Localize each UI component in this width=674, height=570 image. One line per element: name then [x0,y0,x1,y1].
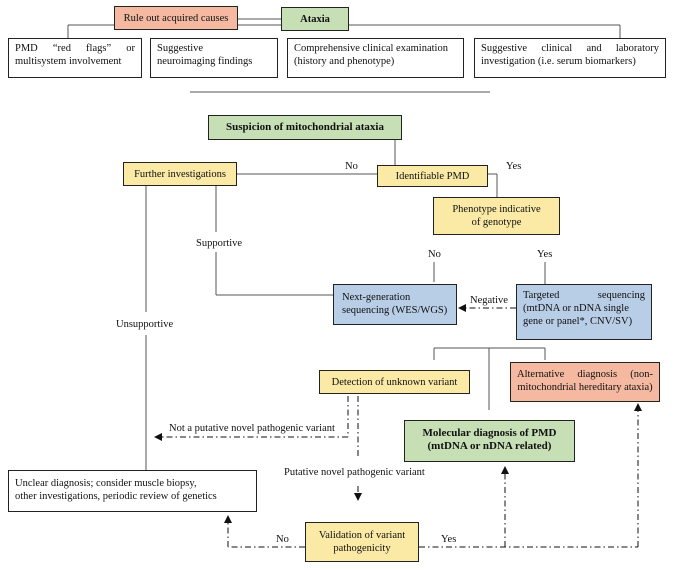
no-identifiable-label: No [345,161,358,172]
further-label: Further investigations [134,169,226,180]
validation-line2: pathogenicity [333,543,391,554]
alternative-line1: Alternative diagnosis (non- [517,369,653,380]
ngs-line2: sequencing (WES/WGS) [342,305,448,316]
unsupportive-label: Unsupportive [116,319,174,330]
rule-out-acquired-causes-box: Rule out acquired causes [114,6,238,30]
clinical-exam-line2: (history and phenotype) [294,56,395,67]
phenotype-line2: of genotype [471,217,522,228]
molecular-line1: Molecular diagnosis of PMD [422,427,557,439]
neuroimaging-box: Suggestive neuroimaging findings [150,38,278,78]
ataxia-box: Ataxia [281,7,349,31]
pmd-red-flags-line2: multisystem involvement [15,56,122,67]
validation-line1: Validation of variant [318,530,406,541]
unclear-line1: Unclear diagnosis; consider muscle biops… [15,478,197,489]
supportive-label: Supportive [196,238,243,249]
molecular-diagnosis-box: Molecular diagnosis of PMD (mtDNA or nDN… [404,420,575,462]
neuroimaging-line2: neuroimaging findings [157,56,253,67]
targeted-line1: Targeted sequencing [523,290,645,301]
no-validation-label: No [276,534,289,545]
lab-investigation-box: Suggestive clinical and laboratory inves… [474,38,666,78]
clinical-exam-line1: Comprehensive clinical examination [294,43,448,54]
next-generation-sequencing-box: Next-generation sequencing (WES/WGS) [333,284,457,325]
further-investigations-box: Further investigations [123,162,237,186]
identifiable-pmd-box: Identifiable PMD [377,165,488,187]
clinical-examination-box: Comprehensive clinical examination (hist… [287,38,464,78]
molecular-line2: (mtDNA or nDNA related) [427,440,552,452]
not-putative-label: Not a putative novel pathogenic variant [169,423,335,434]
detection-unknown-variant-box: Detection of unknown variant [319,370,470,394]
yes-validation-label: Yes [441,534,457,545]
neuroimaging-line1: Suggestive [157,43,204,54]
pmd-red-flags-box: PMD “red flags” or multisystem involveme… [8,38,142,78]
identifiable-label: Identifiable PMD [395,171,470,182]
unclear-line2: other investigations, periodic review of… [15,491,217,502]
rule-out-label: Rule out acquired causes [123,13,229,24]
lab-line1: Suggestive clinical and laboratory [481,43,659,54]
negative-label: Negative [470,295,508,306]
validation-pathogenicity-box: Validation of variant pathogenicity [305,522,419,562]
alternative-line2: mitochondrial hereditary ataxia) [517,382,653,393]
phenotype-line1: Phenotype indicative [452,204,541,215]
lab-line2: investigation (i.e. serum biomarkers) [481,56,636,67]
unclear-diagnosis-box: Unclear diagnosis; consider muscle biops… [8,470,257,512]
targeted-sequencing-box: Targeted sequencing (mtDNA or nDNA singl… [516,284,652,340]
ngs-line1: Next-generation [342,292,411,303]
alternative-diagnosis-box: Alternative diagnosis (non- mitochondria… [510,362,660,402]
ataxia-label: Ataxia [300,14,330,25]
detection-label: Detection of unknown variant [331,377,458,388]
targeted-line3: gene or panel*, CNV/SV) [523,316,633,327]
phenotype-box: Phenotype indicative of genotype [433,197,560,235]
targeted-line2: (mtDNA or nDNA single [523,303,629,314]
putative-label: Putative novel pathogenic variant [284,467,425,478]
suspicion-label: Suspicion of mitochondrial ataxia [226,121,384,133]
suspicion-box: Suspicion of mitochondrial ataxia [208,115,402,140]
no-phenotype-label: No [428,249,441,260]
yes-identifiable-label: Yes [506,161,522,172]
pmd-red-flags-line1: PMD “red flags” or [15,43,135,54]
yes-phenotype-label: Yes [537,249,553,260]
